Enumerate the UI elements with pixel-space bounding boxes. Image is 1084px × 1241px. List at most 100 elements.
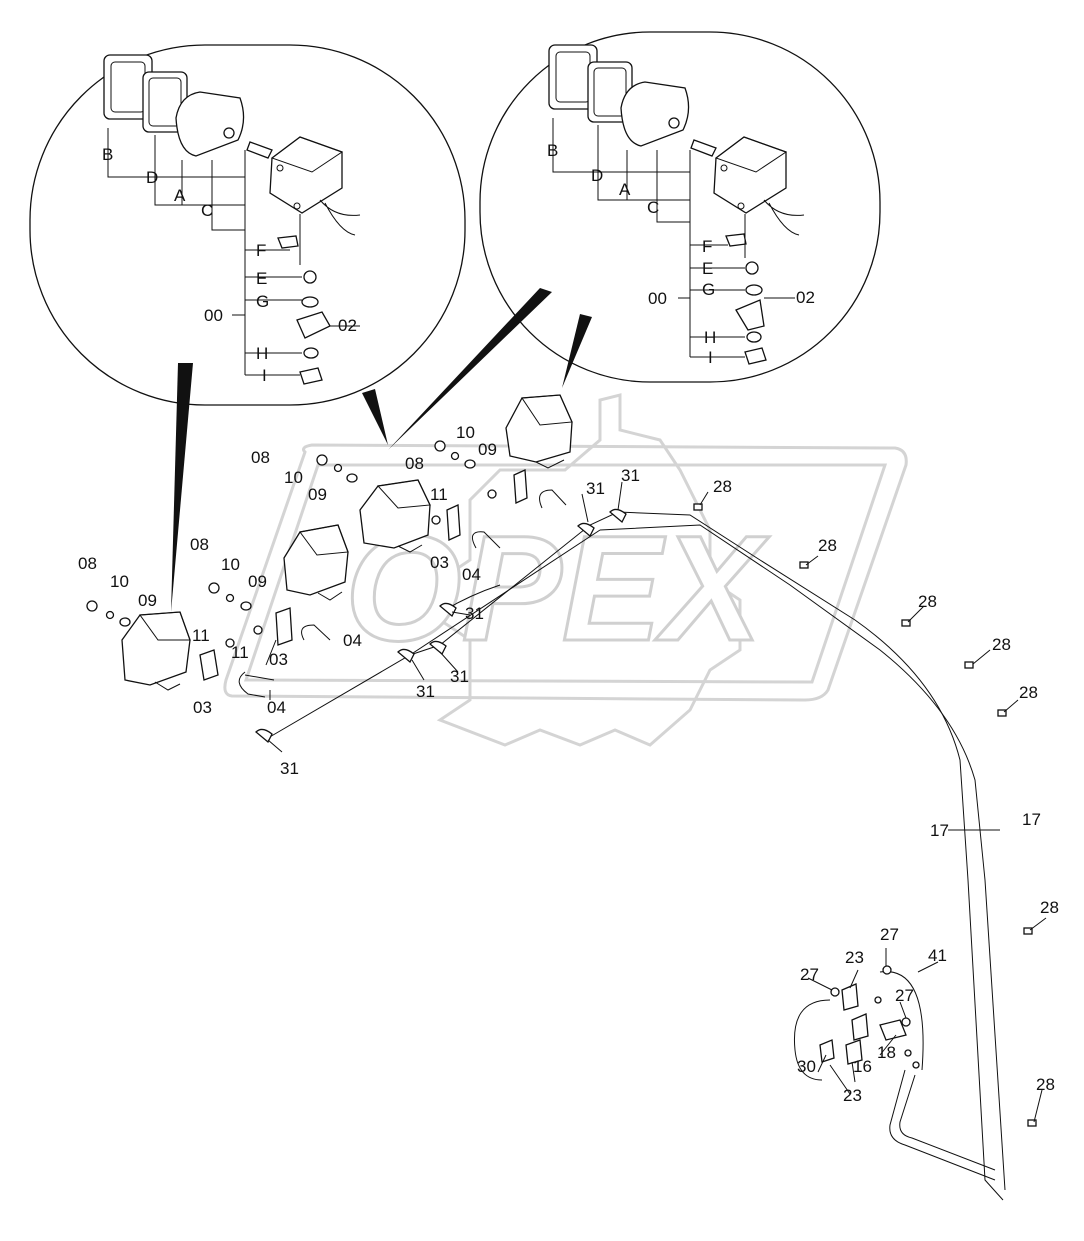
harness-branch (409, 524, 1006, 1191)
housing-screw-2 (293, 202, 301, 210)
housing-screw-r2 (737, 202, 745, 210)
label-C: C (647, 198, 659, 217)
pointer-right-1 (388, 288, 552, 450)
label-E: E (256, 269, 267, 288)
bolt-icon (487, 489, 497, 499)
label-00: 00 (648, 289, 667, 308)
callout-09: 09 (248, 572, 267, 591)
clamp-28-icon (901, 619, 911, 627)
callout-10: 10 (456, 423, 475, 442)
star-washer-icon (303, 270, 317, 284)
callout-31: 31 (621, 466, 640, 485)
clamp-28-icon (964, 661, 974, 669)
label-G: G (256, 292, 269, 311)
callout-31: 31 (586, 479, 605, 498)
callout-leaders (244, 481, 1047, 1123)
callout-03: 03 (269, 650, 288, 669)
leaders (244, 481, 1047, 1123)
callout-31: 31 (450, 667, 469, 686)
washer-icon (240, 601, 252, 611)
nut-icon (316, 454, 328, 466)
callout-27: 27 (895, 986, 914, 1005)
clamp-27-icon (830, 987, 840, 997)
callout-30: 30 (797, 1057, 816, 1076)
washer-icon (333, 463, 343, 473)
callout-11: 11 (192, 626, 210, 645)
work-lamp-icon (121, 611, 191, 686)
lamp1-face (139, 611, 191, 641)
callout-04: 04 (343, 631, 362, 650)
clamp-27-icon (901, 1017, 911, 1027)
callout-41: 41 (928, 946, 947, 965)
callout-17: 17 (930, 821, 949, 840)
leader-lines-left (107, 128, 360, 376)
bracket-icon (446, 504, 461, 541)
callout-31: 31 (416, 682, 435, 701)
callout-10: 10 (221, 555, 240, 574)
washer-icon (225, 593, 235, 603)
callout-labels: 08 10 09 08 10 09 11 03 04 08 10 09 11 0… (78, 423, 1059, 1105)
callout-16: 16 (853, 1057, 872, 1076)
callout-03: 03 (430, 553, 449, 572)
lamp2-face (299, 524, 349, 556)
pointer-left-1 (171, 363, 193, 612)
harness-main (267, 511, 1004, 1201)
label-A: A (619, 180, 631, 199)
relay-icon (819, 1039, 835, 1063)
detail-outline-right (479, 31, 881, 383)
lens-hole-r (668, 117, 680, 129)
callout-10: 10 (110, 572, 129, 591)
bracket-icon (199, 649, 219, 681)
clip-icon (255, 728, 273, 744)
clamp-28-icon (693, 503, 703, 511)
washer-icon (119, 617, 131, 627)
watermark-window-outer (223, 443, 908, 702)
label-B: B (102, 145, 113, 164)
work-lamp-icon (505, 394, 573, 463)
pointer-left-2 (362, 389, 388, 445)
nut-icon (434, 440, 446, 452)
watermark-gear (436, 393, 742, 747)
pointer-right-2 (562, 314, 592, 388)
callout-03: 03 (193, 698, 212, 717)
connector-end-2 (912, 1061, 920, 1069)
label-C: C (201, 201, 213, 220)
callout-09: 09 (138, 591, 157, 610)
callout-27: 27 (880, 925, 899, 944)
bracket-icon (275, 607, 293, 646)
clamp-27-icon (882, 965, 892, 975)
connector-end (904, 1049, 912, 1057)
label-D: D (146, 168, 158, 187)
housing-screw-1 (276, 164, 284, 172)
bolt-icon (225, 638, 235, 648)
detail-bubble-right: B D A C F E G 00 02 H I (388, 31, 881, 450)
callout-23: 23 (843, 1086, 862, 1105)
callout-04: 04 (462, 565, 481, 584)
callout-31: 31 (280, 759, 299, 778)
gasket-inner (148, 77, 182, 127)
housing-top (270, 136, 344, 173)
lamp3-wire (397, 544, 423, 553)
washer-icon (450, 451, 460, 461)
lamp-lens-icon (620, 81, 690, 147)
callout-23: 23 (845, 948, 864, 967)
callout-27: 27 (800, 965, 819, 984)
callout-28: 28 (1040, 898, 1059, 917)
callout-28: 28 (918, 592, 937, 611)
bolt-icon (725, 233, 747, 247)
work-lamp-icon (359, 479, 431, 549)
bracket-icon (296, 311, 331, 339)
clamp-28-icon (1027, 1119, 1037, 1127)
housing-screw-r1 (720, 164, 728, 172)
callout-10: 10 (284, 468, 303, 487)
label-B: B (547, 141, 558, 160)
label-I: I (708, 348, 713, 367)
clamp-icon (301, 624, 331, 641)
bolt-icon (277, 235, 299, 249)
callout-31: 31 (465, 604, 484, 623)
bracket-icon (735, 299, 765, 331)
lamp4-wire (535, 459, 565, 469)
label-H: H (704, 328, 716, 347)
lock-washer-icon (746, 331, 762, 343)
